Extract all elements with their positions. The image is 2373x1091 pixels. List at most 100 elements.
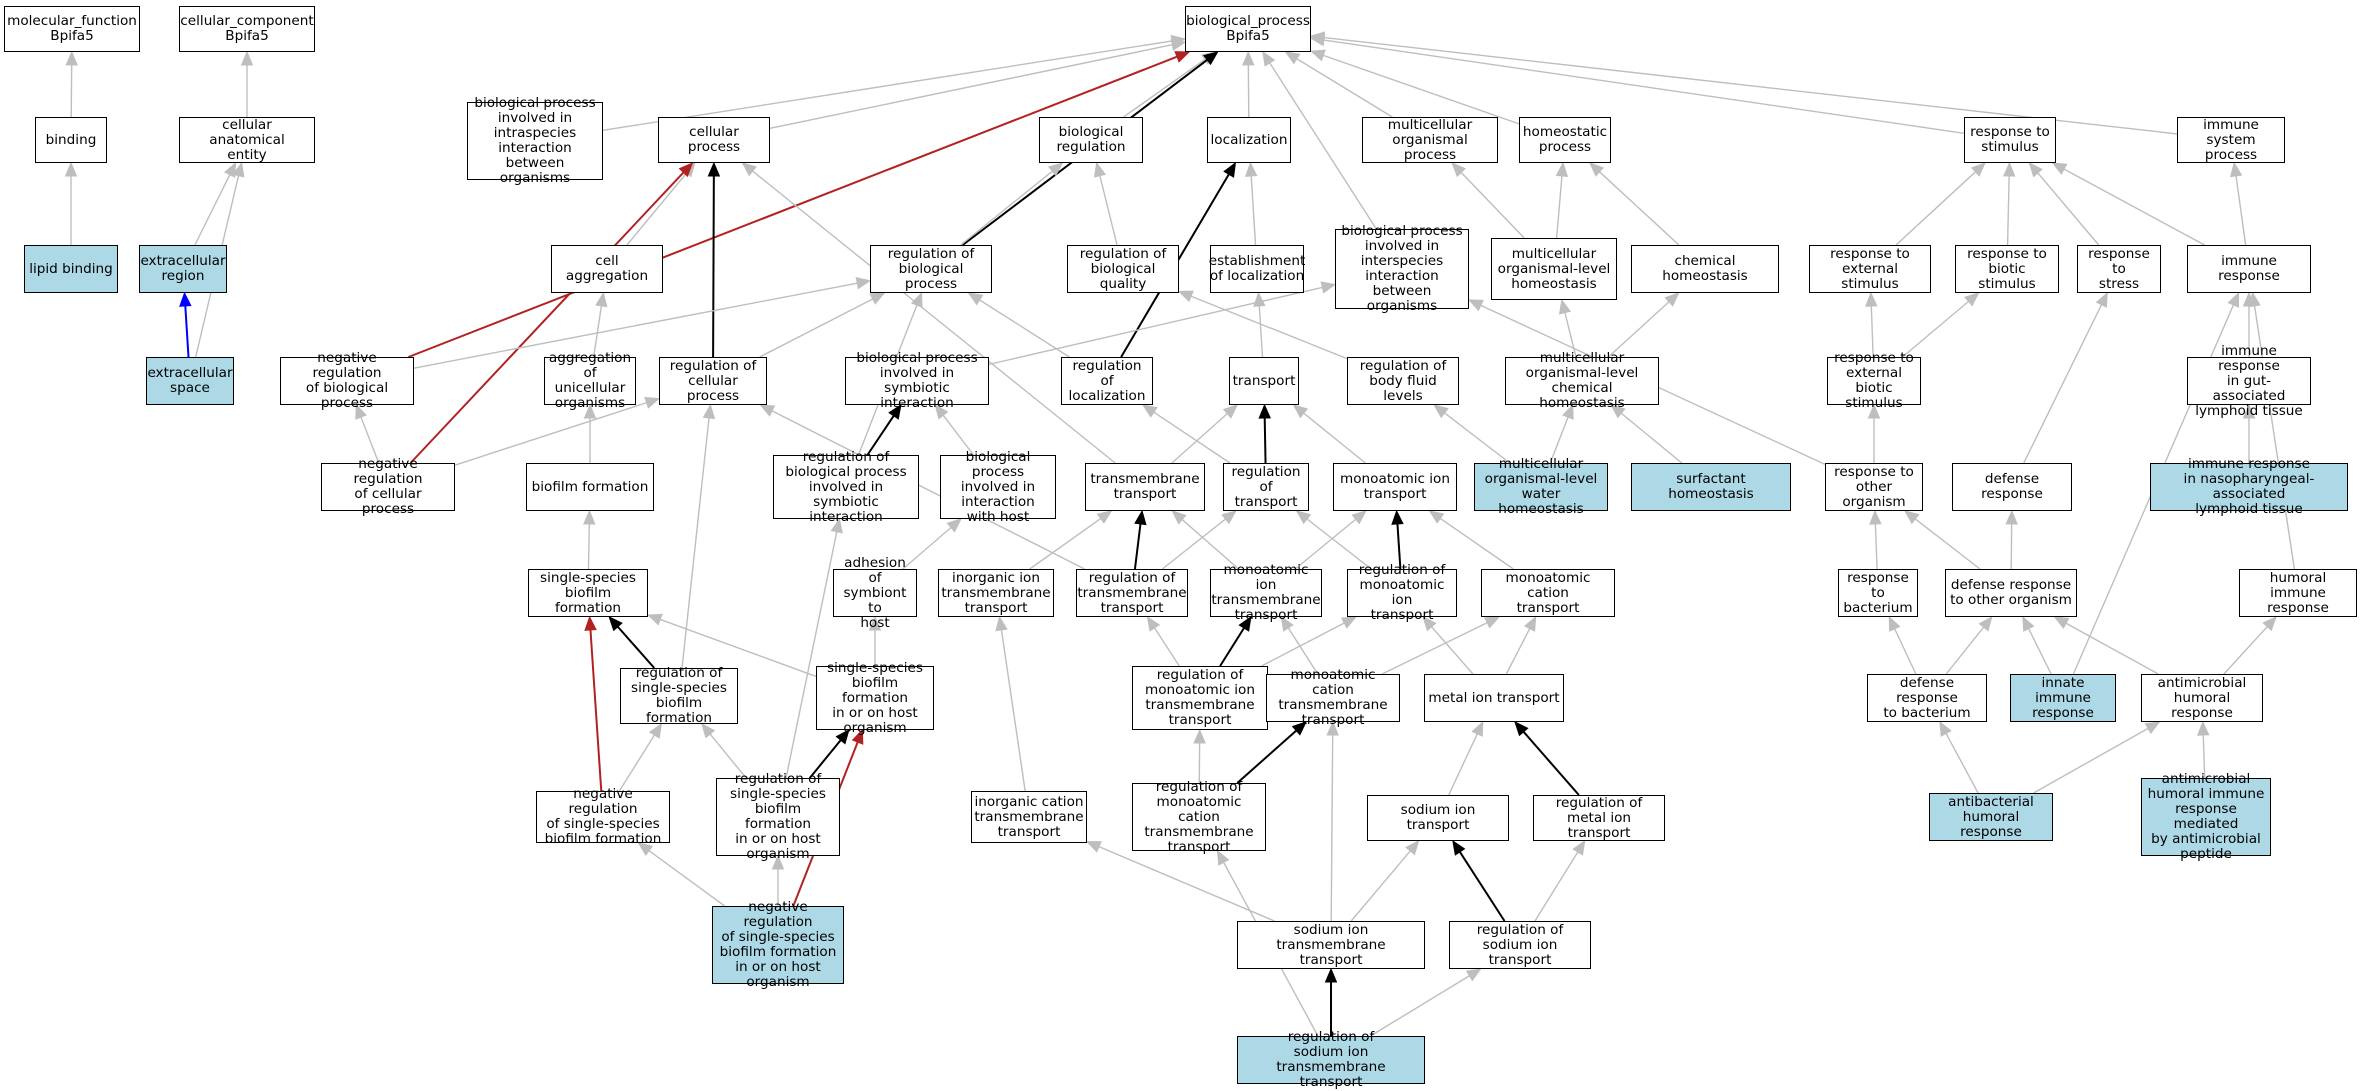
node-regulation-of-monoatomic-ion-transmembrane-transport[interactable]: regulation of monoatomic ion transmembra… [1132, 666, 1268, 730]
arrowhead-negregcell-to-regcell [644, 396, 661, 409]
node-sodium-ion-transport[interactable]: sodium ion transport [1367, 795, 1509, 841]
node-multicellular-water-homeostasis[interactable]: multicellular organismal-level water hom… [1474, 457, 1608, 517]
node-immune-response-nasopharyngeal[interactable]: immune response in nasopharyngeal-associ… [2150, 457, 2348, 517]
node-regulation-of-sodium-ion-transmembrane-transport[interactable]: regulation of sodium ion transmembrane t… [1237, 1030, 1425, 1090]
node-single-species-biofilm-in-host[interactable]: single-species biofilm formation in or o… [816, 660, 934, 735]
node-immune-response[interactable]: immune response [2187, 245, 2311, 293]
node-response-to-external-biotic-stimulus[interactable]: response to external biotic stimulus [1827, 351, 1921, 411]
node-response-to-external-stimulus[interactable]: response to external stimulus [1809, 245, 1931, 293]
edge-regtrans-to-transport [1263, 417, 1267, 464]
node-regulation-of-single-species-biofilm[interactable]: regulation of single-species biofilm for… [620, 666, 738, 726]
node-multicellular-chemical-homeostasis[interactable]: multicellular organismal-level chemical … [1505, 351, 1659, 411]
node-cellular-anatomical-entity[interactable]: cellular anatomical entity [179, 117, 315, 163]
node-negative-regulation-of-single-species-biofilm[interactable]: negative regulation of single-species bi… [536, 787, 670, 847]
node-transport[interactable]: transport [1229, 357, 1299, 405]
node-bp-interspecies-interaction[interactable]: biological process involved in interspec… [1335, 224, 1469, 314]
arrowhead-defresp-to-respstress [2095, 291, 2108, 308]
node-biological-process[interactable]: biological_process Bpifa5 [1185, 6, 1311, 52]
node-biofilm-formation[interactable]: biofilm formation [526, 463, 654, 511]
arrowhead-negregsshost-to-negregss [637, 842, 654, 857]
node-regulation-of-transmembrane-transport[interactable]: regulation of transmembrane transport [1076, 569, 1188, 617]
arrowhead-adhesion-to-bphost [946, 518, 962, 533]
node-defense-response-to-bacterium[interactable]: defense response to bacterium [1867, 674, 1987, 722]
edge-bpinter-to-bp [1269, 62, 1377, 230]
node-molecular-function[interactable]: molecular_function Bpifa5 [4, 6, 140, 52]
node-response-to-biotic-stimulus[interactable]: response to biotic stimulus [1955, 245, 2059, 293]
node-negative-regulation-of-cellular-process[interactable]: negative regulation of cellular process [321, 457, 455, 517]
edge-regbq-to-bioreg [1099, 175, 1118, 246]
node-antimicrobial-peptide-response[interactable]: antimicrobial humoral immune response me… [2141, 772, 2271, 862]
edge-regbpsymb-to-bpsymb [866, 415, 895, 456]
node-homeostatic-process[interactable]: homeostatic process [1519, 117, 1611, 163]
node-single-species-biofilm-formation[interactable]: single-species biofilm formation [528, 569, 648, 617]
node-sodium-ion-transmembrane-transport[interactable]: sodium ion transmembrane transport [1237, 921, 1425, 969]
node-multicellular-organismal-process[interactable]: multicellular organismal process [1362, 117, 1498, 163]
node-regulation-of-monoatomic-cation-transmembrane-transport[interactable]: regulation of monoatomic cation transmem… [1132, 779, 1266, 854]
node-regulation-of-monoatomic-ion-transport[interactable]: regulation of monoatomic ion transport [1347, 563, 1457, 623]
node-extracellular-region[interactable]: extracellular region [139, 245, 227, 293]
node-extracellular-space[interactable]: extracellular space [146, 357, 234, 405]
node-transmembrane-transport[interactable]: transmembrane transport [1085, 463, 1205, 511]
node-establishment-of-localization[interactable]: establishment of localization [1209, 245, 1305, 293]
edge-sodiumtm-to-inorgcat [1098, 846, 1275, 922]
node-response-to-stress[interactable]: response to stress [2077, 245, 2161, 293]
edge-regcell-to-regbio [759, 298, 874, 358]
node-immune-response-gut-lymphoid[interactable]: immune response in gut-associated lympho… [2187, 343, 2311, 418]
node-lipid-binding[interactable]: lipid binding [24, 245, 118, 293]
arrowhead-regsshost-to-regbpsymb [830, 517, 843, 534]
node-adhesion-of-symbiont-to-host[interactable]: adhesion of symbiont to host [833, 555, 917, 630]
edge-bphost-to-bpsymb [942, 414, 975, 456]
node-cellular-component[interactable]: cellular_component Bpifa5 [179, 6, 315, 52]
arrowhead-cationtrans-to-iontrans [1428, 510, 1445, 524]
node-antimicrobial-humoral-response[interactable]: antimicrobial humoral response [2141, 674, 2263, 722]
node-multicellular-organismal-homeostasis[interactable]: multicellular organismal-level homeostas… [1491, 238, 1617, 300]
node-biological-regulation[interactable]: biological regulation [1039, 117, 1143, 163]
node-negative-regulation-of-biological-process[interactable]: negative regulation of biological proces… [280, 351, 414, 411]
edge-tmtrans-to-cellproc [752, 170, 1116, 464]
node-bp-intraspecies-interaction[interactable]: biological process involved in intraspec… [467, 96, 603, 186]
arrowhead-regtm-to-regtrans [1221, 510, 1237, 525]
node-response-to-other-organism[interactable]: response to other organism [1825, 463, 1923, 511]
node-monoatomic-ion-transport[interactable]: monoatomic ion transport [1333, 463, 1457, 511]
edge-regsodium-to-sodiumtrans [1459, 851, 1506, 922]
node-humoral-immune-response[interactable]: humoral immune response [2239, 569, 2357, 617]
node-chemical-homeostasis[interactable]: chemical homeostasis [1631, 245, 1779, 293]
node-regulation-of-metal-ion-transport[interactable]: regulation of metal ion transport [1533, 795, 1665, 841]
node-metal-ion-transport[interactable]: metal ion transport [1424, 674, 1564, 722]
node-monoatomic-cation-transport[interactable]: monoatomic cation transport [1481, 569, 1615, 617]
node-monoatomic-ion-transmembrane-transport[interactable]: monoatomic ion transmembrane transport [1210, 562, 1322, 623]
node-defense-response-to-other-organism[interactable]: defense response to other organism [1945, 569, 2077, 617]
node-bp-interaction-with-host[interactable]: biological process involved in interacti… [940, 449, 1056, 524]
node-regulation-of-biological-quality[interactable]: regulation of biological quality [1067, 245, 1179, 293]
node-regulation-of-transport[interactable]: regulation of transport [1223, 463, 1309, 511]
node-localization[interactable]: localization [1207, 117, 1291, 163]
node-response-to-stimulus[interactable]: response to stimulus [1964, 117, 2056, 163]
node-regulation-of-single-species-biofilm-in-host[interactable]: regulation of single-species biofilm for… [716, 772, 840, 862]
node-regulation-of-biological-process[interactable]: regulation of biological process [870, 245, 992, 293]
edge-defbact-to-respbact [1894, 628, 1917, 675]
node-immune-system-process[interactable]: immune system process [2177, 117, 2285, 163]
edge-regbfl-to-regbq [1190, 295, 1348, 360]
node-regulation-of-body-fluid-levels[interactable]: regulation of body fluid levels [1347, 357, 1459, 405]
node-aggregation-of-unicellular-organisms[interactable]: aggregation of unicellular organisms [544, 351, 636, 411]
node-cellular-process[interactable]: cellular process [658, 117, 770, 163]
node-binding[interactable]: binding [35, 117, 107, 163]
node-bp-symbiotic-interaction[interactable]: biological process involved in symbiotic… [845, 351, 989, 411]
node-cell-aggregation[interactable]: cell aggregation [551, 245, 663, 293]
node-inorganic-cation-transmembrane-transport[interactable]: inorganic cation transmembrane transport [971, 791, 1087, 843]
arrowhead-respbio-to-respstim [2002, 161, 2016, 177]
node-regulation-of-localization[interactable]: regulation of localization [1061, 357, 1153, 405]
node-defense-response[interactable]: defense response [1952, 463, 2072, 511]
node-innate-immune-response[interactable]: innate immune response [2010, 674, 2116, 722]
arrowhead-regsodiumtm-to-regsodium [1465, 968, 1482, 982]
node-regulation-of-cellular-process[interactable]: regulation of cellular process [659, 357, 767, 405]
edge-respextbio-to-respext [1870, 305, 1874, 358]
node-monoatomic-cation-transmembrane-transport[interactable]: monoatomic cation transmembrane transpor… [1266, 668, 1400, 728]
node-regulation-of-bp-symbiotic-interaction[interactable]: regulation of biological process involve… [773, 449, 919, 524]
node-negative-regulation-of-single-species-biofilm-in-host[interactable]: negative regulation of single-species bi… [712, 900, 844, 990]
node-inorganic-ion-transmembrane-transport[interactable]: inorganic ion transmembrane transport [938, 569, 1054, 617]
node-regulation-of-sodium-ion-transport[interactable]: regulation of sodium ion transport [1449, 921, 1591, 969]
node-response-to-bacterium[interactable]: response to bacterium [1838, 569, 1918, 617]
node-surfactant-homeostasis[interactable]: surfactant homeostasis [1631, 463, 1791, 511]
node-antibacterial-humoral-response[interactable]: antibacterial humoral response [1929, 793, 2053, 841]
